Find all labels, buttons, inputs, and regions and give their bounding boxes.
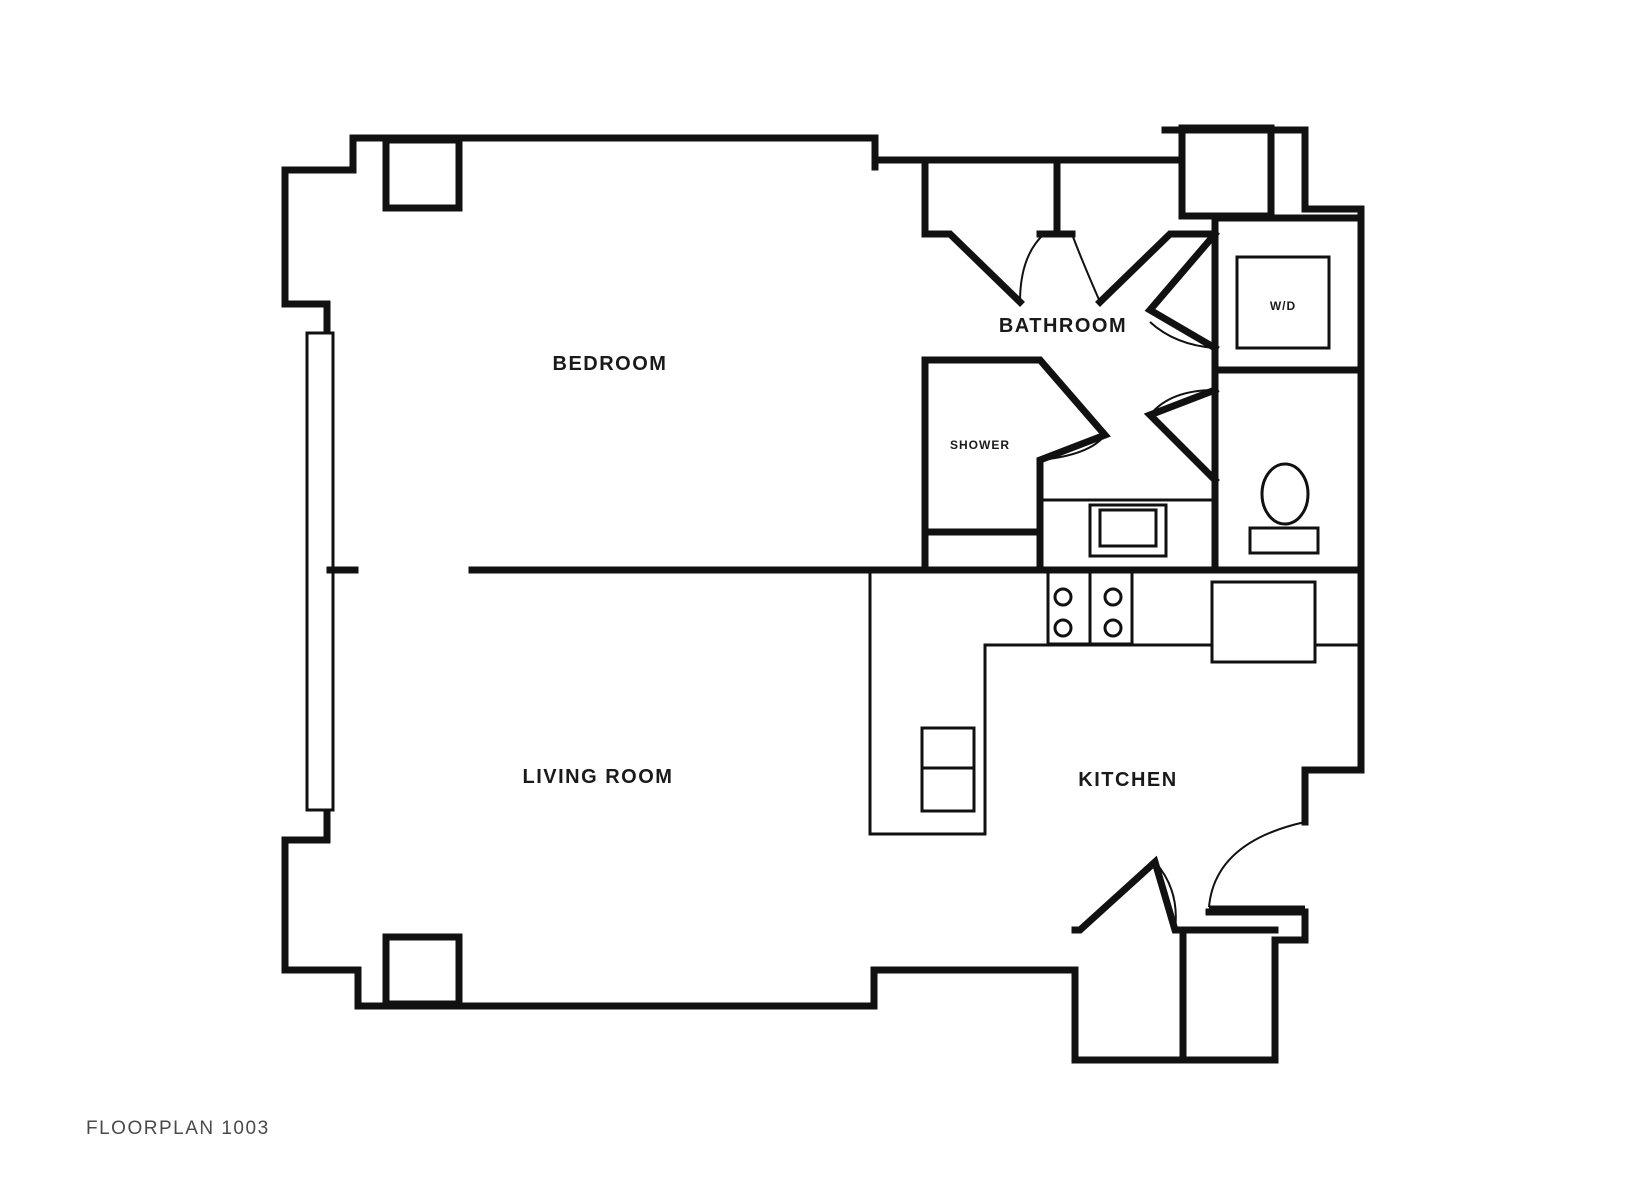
burner-4	[1103, 618, 1123, 638]
label-bedroom: BEDROOM	[553, 353, 668, 375]
entry-closet-door-swing	[1154, 861, 1177, 931]
washer-dryer	[1235, 255, 1331, 350]
toilet-room-wall	[1143, 385, 1220, 485]
bathroom-wall-top	[871, 156, 1365, 574]
burner-3	[1103, 587, 1123, 607]
label-shower: SHOWER	[950, 438, 1010, 452]
burner-1	[1053, 587, 1073, 607]
exterior-wall	[281, 126, 1365, 1064]
toilet-bowl	[1260, 462, 1310, 526]
label-kitchen: KITCHEN	[1078, 769, 1177, 791]
column-top-left	[382, 136, 463, 212]
entry-closet-wall	[1071, 855, 1279, 1064]
column-bottom-left	[382, 933, 463, 1008]
sink-basin	[1098, 508, 1158, 548]
burner-2	[1053, 618, 1073, 638]
shower-wall	[921, 356, 1111, 574]
column-top-right	[1178, 124, 1275, 220]
laundry-door-swing	[1149, 321, 1216, 349]
floorplan-caption: FLOORPLAN 1003	[86, 1118, 270, 1139]
label-washer-dryer: W/D	[1270, 299, 1296, 313]
label-bathroom: BATHROOM	[999, 315, 1127, 337]
toilet-door-swing	[1149, 389, 1216, 416]
refrigerator	[1210, 580, 1317, 664]
shower-door-swing	[1039, 434, 1106, 461]
label-living-room: LIVING ROOM	[523, 766, 674, 788]
closet-door-swing-right	[1071, 233, 1101, 303]
closet-door-swing-left	[1019, 233, 1045, 303]
laundry-wall	[1144, 229, 1220, 353]
toilet-tank	[1248, 526, 1320, 555]
entry-door-swing	[1208, 821, 1306, 908]
